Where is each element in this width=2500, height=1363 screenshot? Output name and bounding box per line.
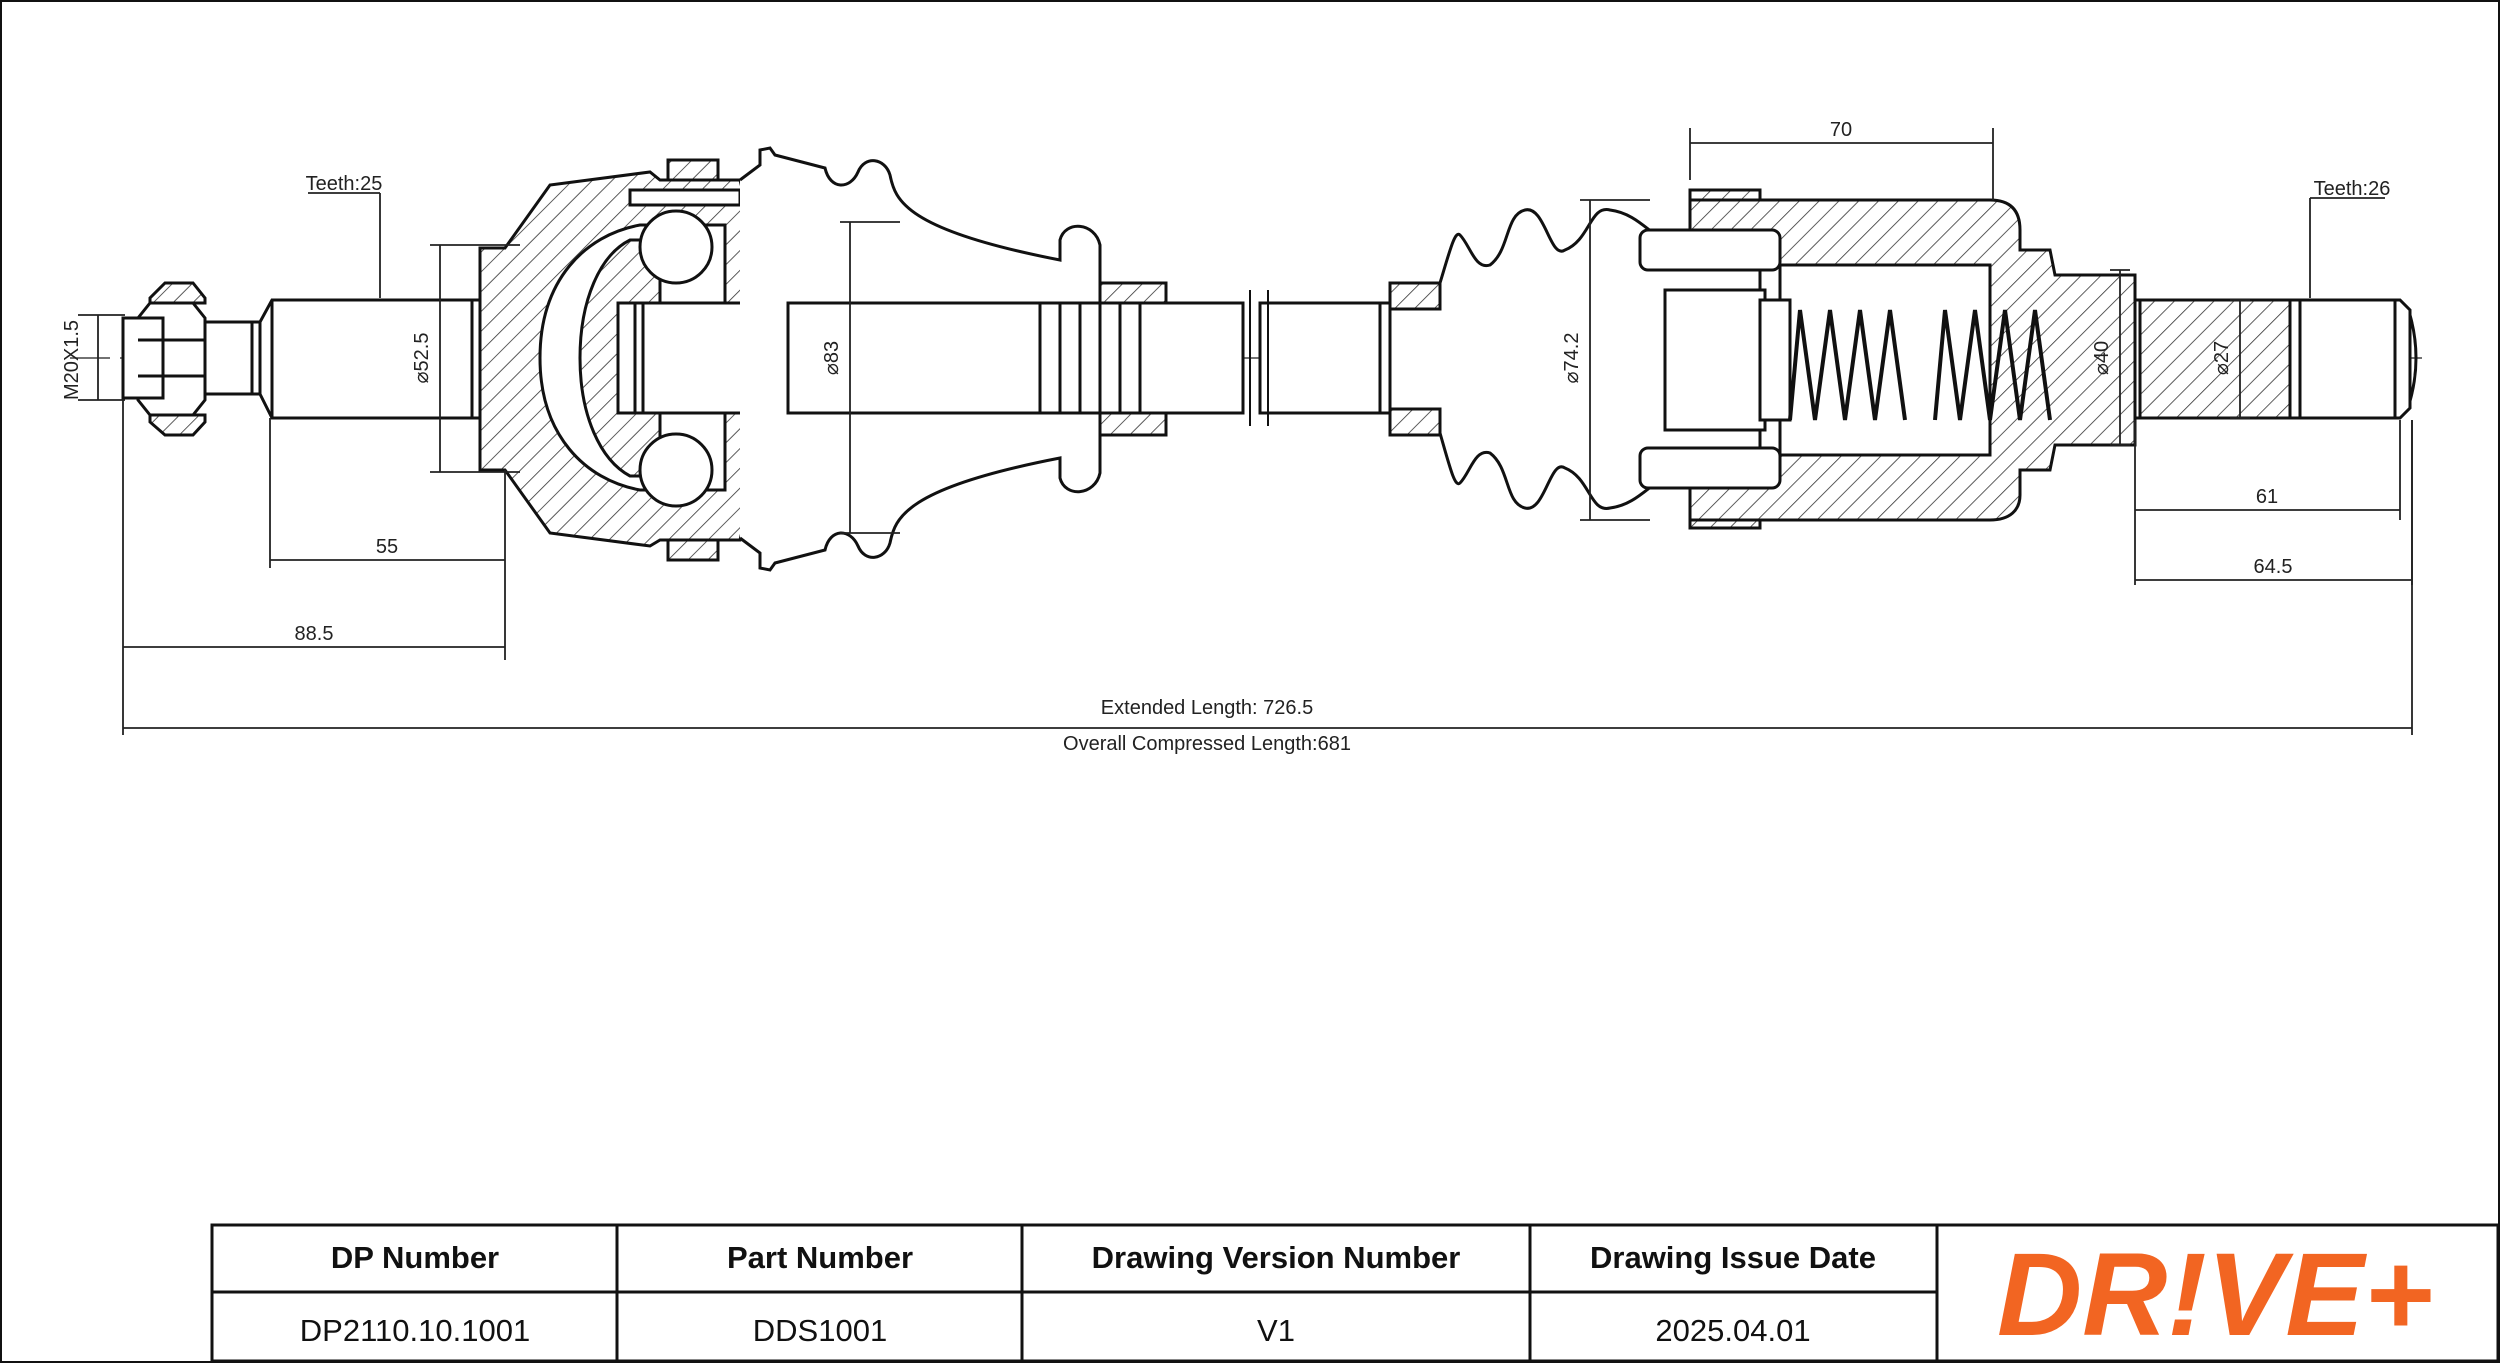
dia-40-label: ⌀40 [2091, 341, 2113, 375]
teeth-right-label: Teeth:26 [2314, 178, 2391, 200]
teeth-left-label: Teeth:25 [306, 173, 383, 195]
drive-shaft-drawing [121, 146, 2418, 572]
value-dp-number: DP2110.10.1001 [300, 1313, 530, 1348]
extended-length-label: Extended Length: 726.5 [1101, 697, 1313, 719]
value-part-number: DDS1001 [753, 1313, 887, 1348]
dia-83-label: ⌀83 [821, 341, 843, 375]
header-drawing-version: Drawing Version Number [1092, 1240, 1461, 1275]
thread-label: M20X1.5 [61, 320, 83, 400]
length-61-label: 61 [2256, 486, 2278, 508]
inner-tripod-housing [1688, 198, 2137, 522]
value-drawing-version: V1 [1257, 1313, 1295, 1348]
boot-clamp-inner [1388, 281, 1442, 311]
header-dp-number: DP Number [331, 1240, 499, 1275]
length-88-5-label: 88.5 [295, 623, 334, 645]
outer-spline-stub [258, 298, 482, 420]
header-issue-date: Drawing Issue Date [1590, 1240, 1876, 1275]
title-block [210, 1223, 2500, 1363]
dia-52-5-label: ⌀52.5 [411, 333, 433, 384]
dia-27-label: ⌀27 [2211, 341, 2233, 375]
compressed-length-label: Overall Compressed Length:681 [1063, 733, 1351, 755]
logo-text: DR!VE+ [1997, 1229, 2433, 1361]
length-64-5-label: 64.5 [2254, 556, 2293, 578]
value-issue-date: 2025.04.01 [1655, 1313, 1810, 1348]
intermediate-shaft [786, 301, 1245, 415]
length-70-label: 70 [1830, 119, 1852, 141]
hex-nut [121, 281, 207, 437]
dimension-lines [78, 128, 2413, 735]
dia-74-2-label: ⌀74.2 [1561, 333, 1583, 384]
length-55-label: 55 [376, 536, 398, 558]
drive-plus-logo: DR!VE+ [1997, 1229, 2433, 1361]
header-part-number: Part Number [727, 1240, 913, 1275]
